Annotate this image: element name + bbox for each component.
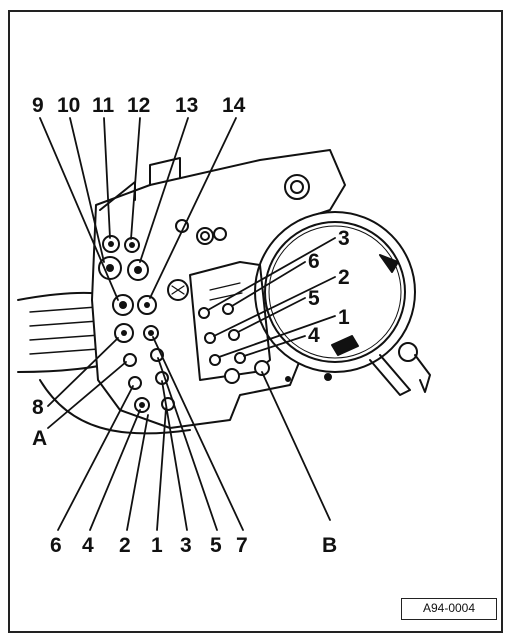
callout-bottom-8: B: [322, 534, 337, 557]
contact-low-a: [123, 353, 137, 367]
pin-right-6: [222, 303, 234, 315]
callout-bottom-3: 2: [119, 534, 131, 557]
figure-reference: A94-0004: [401, 598, 497, 620]
column-collar: [39, 379, 191, 435]
callout-bottom-6: 5: [210, 534, 222, 557]
callout-right-5: 1: [338, 306, 350, 329]
callout-right-6: 4: [308, 324, 320, 347]
callout-left-1: 8: [32, 396, 44, 419]
housing-top-edge: [149, 157, 181, 186]
ring-tab: [379, 254, 399, 273]
callout-right-1: 3: [338, 227, 350, 250]
column-shaft-ribs: [29, 305, 115, 355]
contact-low-6: [128, 376, 142, 390]
connector-block: [189, 261, 271, 381]
callout-right-2: 6: [308, 250, 320, 273]
callout-top-4: 12: [127, 94, 150, 117]
clock-spring-ring: [254, 211, 416, 373]
callout-top-1: 9: [32, 94, 44, 117]
pin-right-4: [234, 352, 246, 364]
callout-right-3: 2: [338, 266, 350, 289]
pin-right-1: [209, 354, 221, 366]
callout-bottom-5: 3: [180, 534, 192, 557]
callout-bottom-7: 7: [236, 534, 248, 557]
housing-screw-top: [284, 174, 310, 200]
ring-lever: [369, 354, 411, 396]
callout-top-2: 10: [57, 94, 80, 117]
callout-top-5: 13: [175, 94, 198, 117]
callout-bottom-2: 4: [82, 534, 94, 557]
callout-top-3: 11: [92, 94, 115, 117]
callout-bottom-4: 1: [151, 534, 163, 557]
callout-right-4: 5: [308, 287, 320, 310]
ring-slot: [331, 335, 359, 356]
callout-top-6: 14: [222, 94, 246, 117]
pin-right-5: [228, 329, 240, 341]
pin-right-2: [204, 332, 216, 344]
callout-bottom-1: 6: [50, 534, 62, 557]
pin-right-3: [198, 307, 210, 319]
callout-left-2: A: [32, 427, 47, 450]
